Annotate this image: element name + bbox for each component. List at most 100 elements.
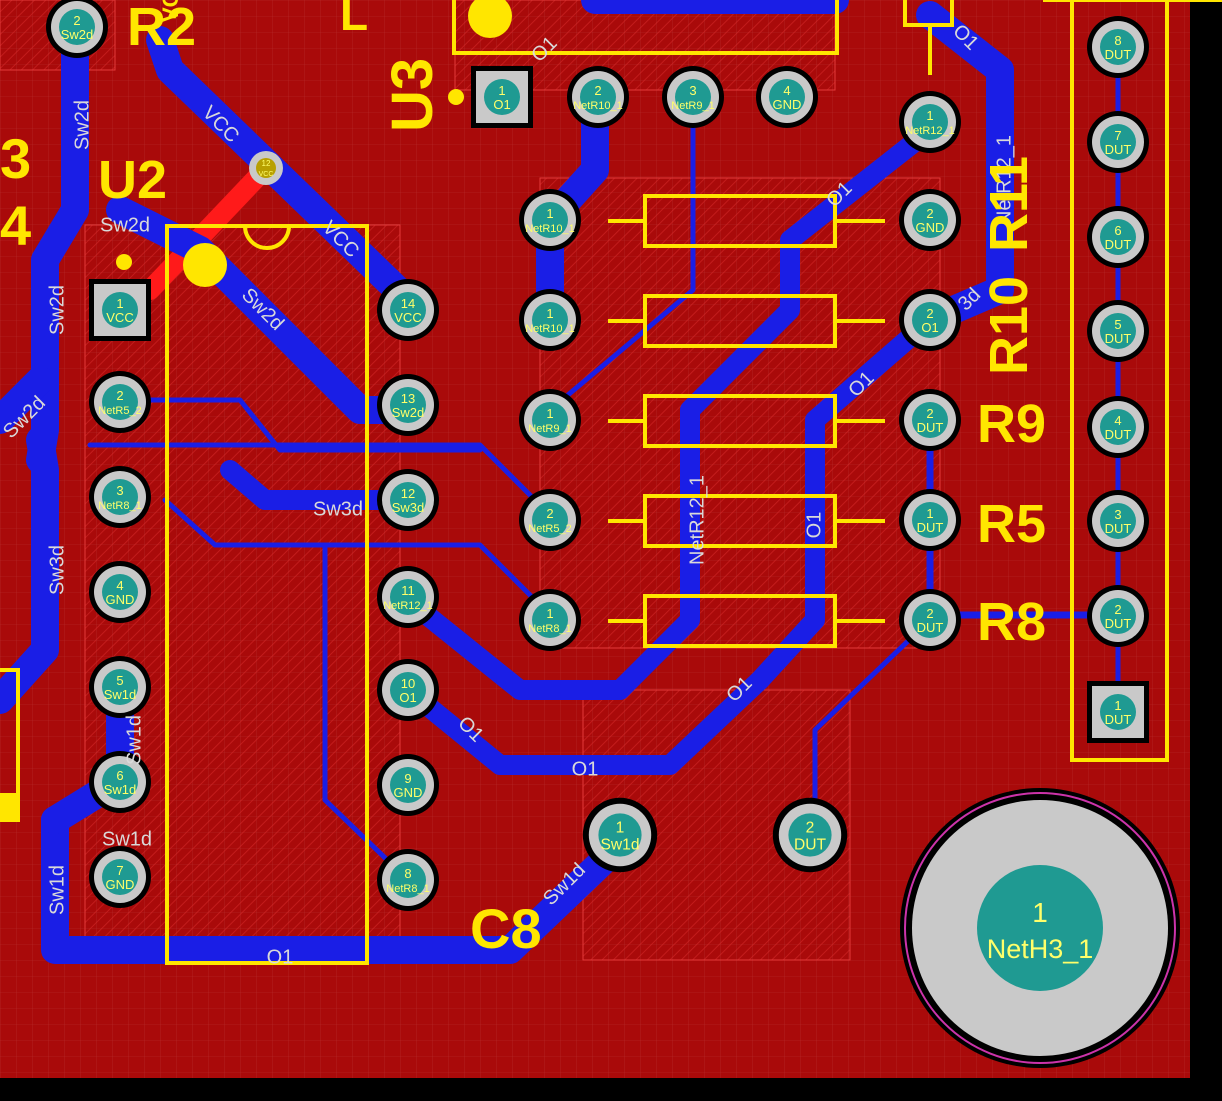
pad-drill	[675, 79, 711, 115]
pad-o1-2[interactable]: 2O1	[899, 289, 961, 351]
pad-net-label: GND	[916, 220, 945, 235]
trace-label: Sw1d	[102, 828, 152, 850]
pad-number: 4	[783, 83, 790, 98]
pad-number: 2	[73, 13, 80, 28]
designator-r5: R5	[977, 494, 1046, 554]
trace-label: Sw2d	[71, 100, 93, 150]
via-vcc[interactable]: 12 VCC	[249, 151, 283, 185]
pad-o1-1[interactable]: 1O1	[471, 66, 533, 128]
pad-drill	[1100, 313, 1136, 349]
designator-r10: R10	[979, 276, 1039, 375]
mounting-hole-number: 1	[1032, 897, 1048, 928]
pad-number: 9	[404, 771, 411, 786]
pad-drill	[598, 813, 642, 857]
pad-net-label: O1	[399, 690, 416, 705]
designator-vcc-fragment: VCC	[158, 0, 183, 22]
pad-number: 4	[1114, 413, 1121, 428]
pad-drill	[1100, 409, 1136, 445]
pad-net-label: NetR12_1	[383, 600, 433, 612]
pad-drill	[390, 482, 426, 518]
pad-net-label: Sw2d	[392, 405, 425, 420]
trace-label: O1	[572, 758, 599, 780]
pad-net-label: VCC	[106, 310, 133, 325]
designator-r2: R2	[127, 0, 196, 57]
pad-number: 3	[116, 483, 123, 498]
trace-label: Sw3d	[46, 545, 68, 595]
pad-drill	[1100, 598, 1136, 634]
pad-number: 1	[546, 306, 553, 321]
designator-u3: U3	[380, 58, 445, 132]
mounting-hole[interactable]	[900, 788, 1180, 1068]
pad-number: 1	[116, 296, 123, 311]
designator-r8: R8	[977, 592, 1046, 652]
pad-drill	[102, 669, 138, 705]
pad-number: 2	[594, 83, 601, 98]
pad-number: 1	[1114, 698, 1121, 713]
pad-drill	[532, 502, 568, 538]
top-layer-trace[interactable]	[140, 158, 276, 300]
pad-drill	[102, 859, 138, 895]
pad-number: 2	[926, 406, 933, 421]
designators: R2 VCC U2 U3 L 3 4 R9 R5 R8 R10 R11 C8	[0, 0, 1046, 960]
trace-label: O1	[267, 946, 294, 968]
designator-u2: U2	[98, 150, 167, 210]
trace-label: Sw1d	[46, 865, 68, 915]
pad-drill	[102, 574, 138, 610]
pad-drill	[1100, 219, 1136, 255]
pad-net-label: GND	[773, 97, 802, 112]
pad-net-label: NetR5_2	[98, 405, 141, 417]
pads-layer[interactable]: 2Sw2d1VCC2NetR5_23NetR8_14GND5Sw1d6Sw1d7…	[46, 0, 1149, 911]
pad-drill	[532, 602, 568, 638]
pad-net-label: GND	[106, 877, 135, 892]
pad-drill	[912, 302, 948, 338]
pad-net-label: NetR8_1	[98, 500, 141, 512]
silkscreen-outlines	[0, 0, 1222, 965]
pad-number: 1	[926, 108, 933, 123]
pad-net-label: NetR8_1	[528, 623, 571, 635]
pad-number: 1	[498, 83, 505, 98]
pad-number: 14	[401, 296, 415, 311]
pad-drill	[102, 384, 138, 420]
pad-drill	[102, 764, 138, 800]
